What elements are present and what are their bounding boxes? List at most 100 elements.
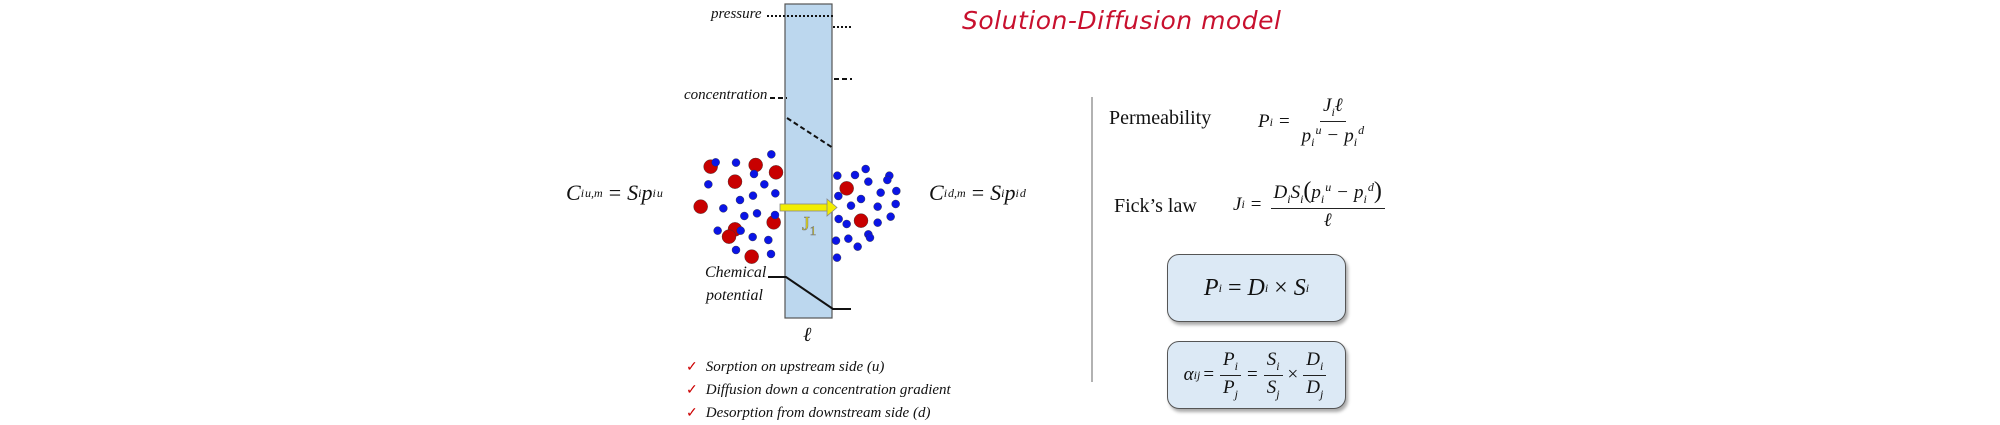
math-symbol: S [990,180,1002,205]
small-solute-particle [736,226,745,235]
flux-label: J1 [802,213,817,239]
math-symbol: ℓ [1334,95,1343,116]
math-symbol: S [627,180,639,205]
math-symbol: P [1203,274,1219,301]
math-symbol: d [1367,179,1374,194]
math-symbol: u [656,185,663,200]
large-solute-particle [768,165,784,180]
small-solute-particle [735,195,745,205]
math-symbol: i [1218,280,1222,295]
potential-label: potential [706,287,763,304]
math-symbol: Sj [1264,376,1283,402]
math-symbol: p [1311,182,1321,203]
ficks-law-label: Fick’s law [1114,195,1197,217]
small-solute-particle [865,233,875,242]
math-symbol: − [1327,125,1339,147]
math-symbol: = [1278,111,1290,133]
math-symbol: Si [1263,349,1283,376]
large-solute-particle [693,199,708,214]
math-symbol: j [1320,386,1324,401]
math-symbol: ) [1373,178,1382,204]
small-solute-particle [891,199,900,209]
math-symbol: i [1363,191,1367,206]
math-symbol: p [1004,180,1016,205]
small-solute-particle [856,194,866,204]
check-icon: ✓ [686,406,698,421]
math-symbol: Jiℓ piu−pid [1299,95,1367,150]
math-symbol: i [943,185,948,200]
check-icon: ✓ [686,360,698,375]
math-symbol: Dj [1303,376,1326,402]
small-solute-particle [873,202,882,211]
small-solute-particle [711,158,720,167]
math-symbol: × [1287,364,1299,385]
small-solute-particle [731,245,741,255]
math-symbol: = [1250,193,1262,215]
large-solute-particle [853,213,869,228]
flux-label-main: J [802,213,810,236]
math-symbol: i [1331,104,1335,119]
math-symbol: S [1266,376,1277,398]
small-solute-particle [853,242,862,251]
math-symbol: p [1301,125,1312,147]
large-solute-particle [748,157,763,173]
math-symbol: DiSi(piu−pid) ℓ [1270,178,1385,232]
permeability-label: Permeability [1109,107,1212,129]
math-symbol: = [1246,364,1258,385]
math-symbol: p [1344,125,1354,147]
math-symbol: i [1353,134,1358,149]
small-solute-particle [748,232,757,242]
math-symbol: i [1276,358,1280,373]
large-solute-particle [727,174,743,189]
math-symbol: i [1320,191,1325,206]
math-symbol: i [1241,197,1245,212]
math-symbol: i [1287,191,1291,206]
math-symbol: i [1311,134,1315,149]
math-symbol: i [580,185,585,200]
small-solute-particle [833,171,842,180]
large-solute-particle [721,229,737,244]
particles [693,150,901,264]
small-solute-particle [864,177,873,186]
math-symbol: i [1234,358,1238,373]
math-symbol: ( [1303,178,1312,204]
math-symbol: = [1203,364,1215,385]
small-solute-particle [832,253,842,262]
small-solute-particle [766,249,776,259]
checklist-item: ✓ Desorption from downstream side (d) [686,402,951,425]
math-symbol: i [1269,114,1273,129]
math-symbol: ij [1193,367,1201,382]
pressure-label: pressure [711,6,762,22]
math-symbol: Pj [1220,376,1241,402]
small-solute-particle [844,234,853,243]
math-symbol: d [1358,122,1365,137]
math-symbol: = [1227,274,1242,301]
large-solute-particle [744,249,759,264]
small-solute-particle [760,180,769,189]
small-solute-particle [704,180,713,189]
math-symbol: i [1300,191,1304,206]
small-solute-particle [846,201,856,210]
math-symbol: P [1223,376,1235,398]
math-symbol: p [1353,182,1364,203]
flux-label-sub: 1 [809,223,817,239]
small-solute-particle [771,189,780,198]
small-solute-particle [883,175,892,185]
checklist-text: Sorption on upstream side (u) [705,359,885,375]
math-symbol: J [1233,193,1242,215]
math-symbol: α [1183,364,1194,385]
chemical-label: Chemical [705,264,767,281]
math-symbol: i [1264,280,1269,295]
math-symbol: D [1247,274,1265,301]
large-solute-particle [839,181,854,196]
checklist-item: ✓ Sorption on upstream side (u) [686,356,951,379]
checklist-text: Desorption from downstream side (d) [705,405,931,421]
math-symbol: u [1315,122,1322,137]
math-symbol: i [1320,358,1324,373]
small-solute-particle [740,211,749,221]
